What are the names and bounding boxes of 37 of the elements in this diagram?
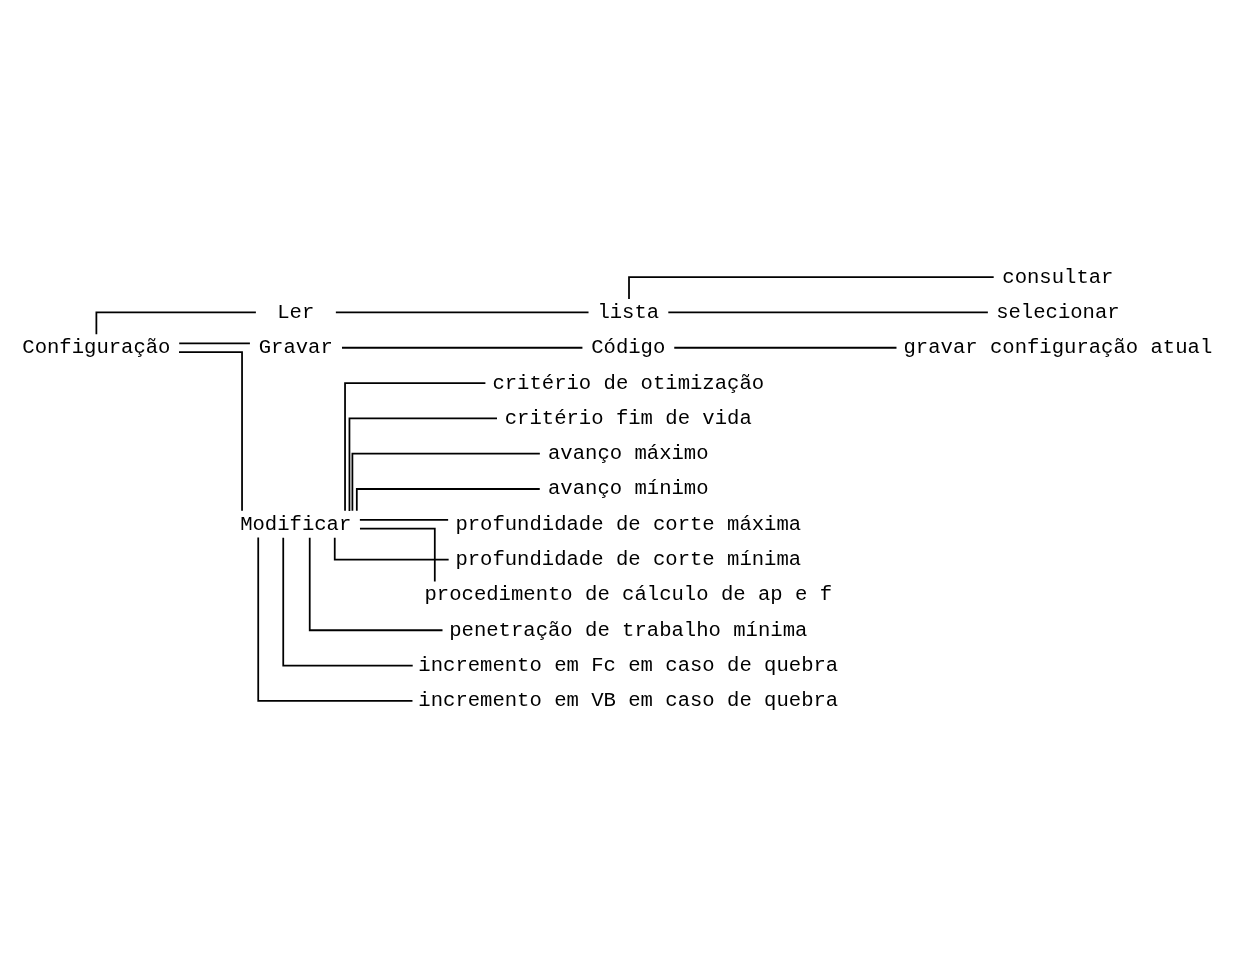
connector (344, 381, 487, 512)
node-text: profundidade de corte máxima (455, 512, 802, 536)
node-text: avanço mínimo (548, 476, 709, 500)
connector (308, 536, 444, 631)
connector (282, 536, 414, 666)
node-text: critério de otimização (492, 371, 765, 395)
connector (667, 311, 989, 313)
connector (359, 527, 436, 582)
connector (673, 346, 898, 349)
node-text: selecionar (996, 300, 1120, 324)
connector (351, 452, 541, 512)
connector (334, 311, 590, 313)
connector (333, 536, 450, 560)
connector (341, 346, 584, 349)
node-text: incremento em VB em caso de quebra (418, 688, 839, 712)
node-text: procedimento de cálculo de ap e f (424, 582, 833, 606)
node-text: consultar (1002, 265, 1114, 289)
node-text: critério fim de vida (504, 406, 752, 430)
node-text: Configuração (22, 335, 171, 359)
node-text: Gravar (258, 335, 333, 359)
node-text: lista (597, 300, 660, 324)
node-text: gravar configuração atual (903, 335, 1213, 359)
connector (348, 417, 498, 512)
node-text: Ler (277, 300, 315, 324)
connector (95, 311, 257, 335)
connector (178, 341, 251, 344)
connector (359, 518, 449, 521)
connector (355, 487, 541, 512)
connector (257, 536, 414, 702)
node-text: profundidade de corte mínima (455, 547, 802, 571)
node-text: Modificar (240, 512, 352, 536)
node-text: Código (591, 335, 666, 359)
connector (178, 350, 243, 512)
connector (628, 275, 995, 300)
node-text: avanço máximo (548, 441, 709, 465)
node-text: incremento em Fc em caso de quebra (418, 653, 839, 677)
node-text: penetração de trabalho mínima (449, 618, 808, 642)
